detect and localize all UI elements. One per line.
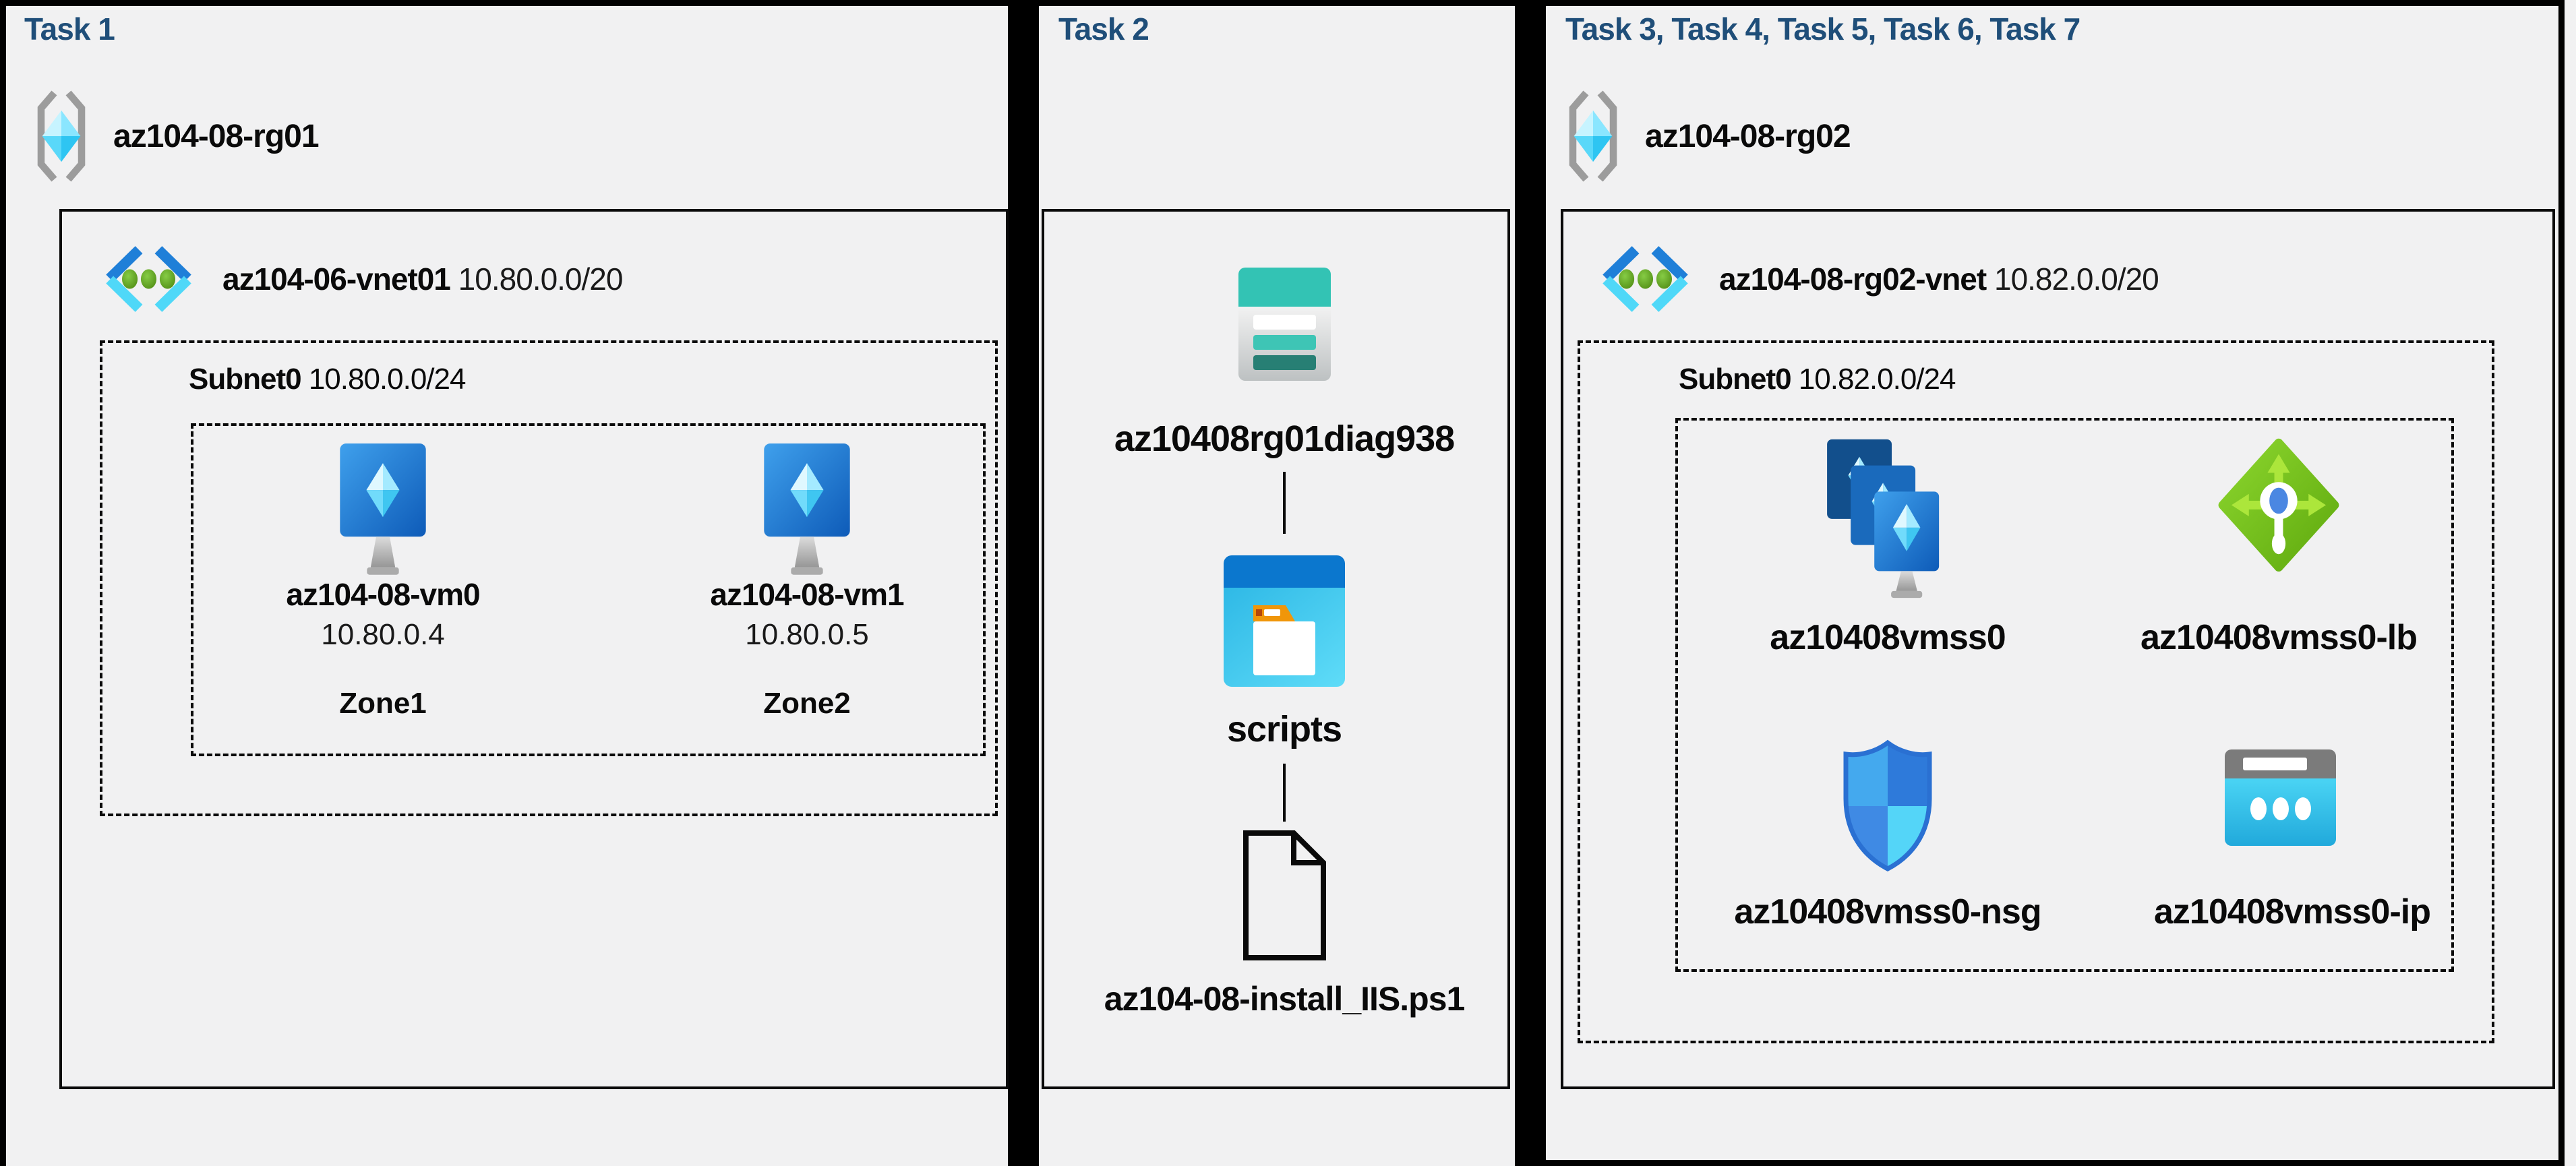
subnet-label: Subnet0 10.82.0.0/24 <box>1679 363 1956 396</box>
connector-line <box>1283 764 1286 822</box>
panel1-inner-box <box>59 209 1009 1089</box>
vm-ip: 10.80.0.5 <box>745 618 869 651</box>
connector-line <box>1283 472 1286 534</box>
vm-name: az104-08-vm1 <box>710 577 904 612</box>
nsg-shield-icon <box>1837 738 1938 876</box>
subnet-name: Subnet0 <box>189 363 302 396</box>
vnet-name: az104-08-rg02-vnet <box>1719 262 1987 297</box>
panel1-title: Task 1 <box>24 11 115 47</box>
storage-account-icon <box>1238 268 1331 384</box>
vnet-cidr: 10.82.0.0/20 <box>1994 262 2159 297</box>
storage-account-name: az10408rg01diag938 <box>1114 419 1455 459</box>
vm-zone: Zone1 <box>339 687 427 720</box>
vnet-label: az104-08-rg02-vnet 10.82.0.0/20 <box>1719 263 2159 295</box>
subnet-cidr: 10.80.0.0/24 <box>308 363 467 396</box>
resource-group-name: az104-08-rg02 <box>1645 119 1851 154</box>
panel2-title: Task 2 <box>1058 11 1149 47</box>
resource-group-name: az104-08-rg01 <box>113 119 320 154</box>
load-balancer-icon <box>2215 437 2343 583</box>
resource-group-icon <box>32 80 90 196</box>
vnet-label: az104-06-vnet01 10.80.0.0/20 <box>222 262 624 297</box>
panel2-inner-box <box>1042 209 1510 1089</box>
panel1-subnet-box <box>100 340 998 816</box>
container-name: scripts <box>1226 709 1342 749</box>
resource-name: az10408vmss0-nsg <box>1734 892 2041 931</box>
virtual-network-icon <box>100 243 198 318</box>
resource-name: az10408vmss0-ip <box>2154 892 2431 931</box>
subnet-label: Subnet0 10.80.0.0/24 <box>189 363 467 396</box>
vnet-cidr: 10.80.0.0/20 <box>458 262 624 297</box>
panel3-subnet-box <box>1578 340 2494 1043</box>
vm-ip: 10.80.0.4 <box>321 618 445 651</box>
panel3-resource-group-box <box>1675 418 2454 972</box>
file-icon <box>1242 830 1327 964</box>
resource-group-icon <box>1564 80 1622 196</box>
vm-scale-set-icon <box>1826 438 1950 602</box>
subnet-name: Subnet0 <box>1679 363 1792 396</box>
resource-name: az10408vmss0-lb <box>2140 618 2418 657</box>
panel1-vm-group-box <box>191 423 986 756</box>
resource-name: az10408vmss0 <box>1770 618 2006 657</box>
vm-name: az104-08-vm0 <box>286 577 480 612</box>
panel-separator <box>1014 0 1033 1166</box>
panel-task1 <box>0 0 1014 1166</box>
virtual-machine-icon <box>336 443 430 583</box>
panel3-inner-box <box>1561 209 2555 1089</box>
virtual-machine-icon <box>760 443 854 583</box>
file-name: az104-08-install_IIS.ps1 <box>1104 980 1466 1018</box>
vnet-name: az104-06-vnet01 <box>222 262 451 297</box>
subnet-cidr: 10.82.0.0/24 <box>1798 363 1956 396</box>
public-ip-icon <box>2225 749 2336 849</box>
blob-container-icon <box>1224 555 1345 690</box>
virtual-network-icon <box>1596 243 1694 318</box>
panel3-title: Task 3, Task 4, Task 5, Task 6, Task 7 <box>1565 11 2080 47</box>
panel-separator <box>1521 0 1540 1166</box>
vm-zone: Zone2 <box>763 687 851 720</box>
